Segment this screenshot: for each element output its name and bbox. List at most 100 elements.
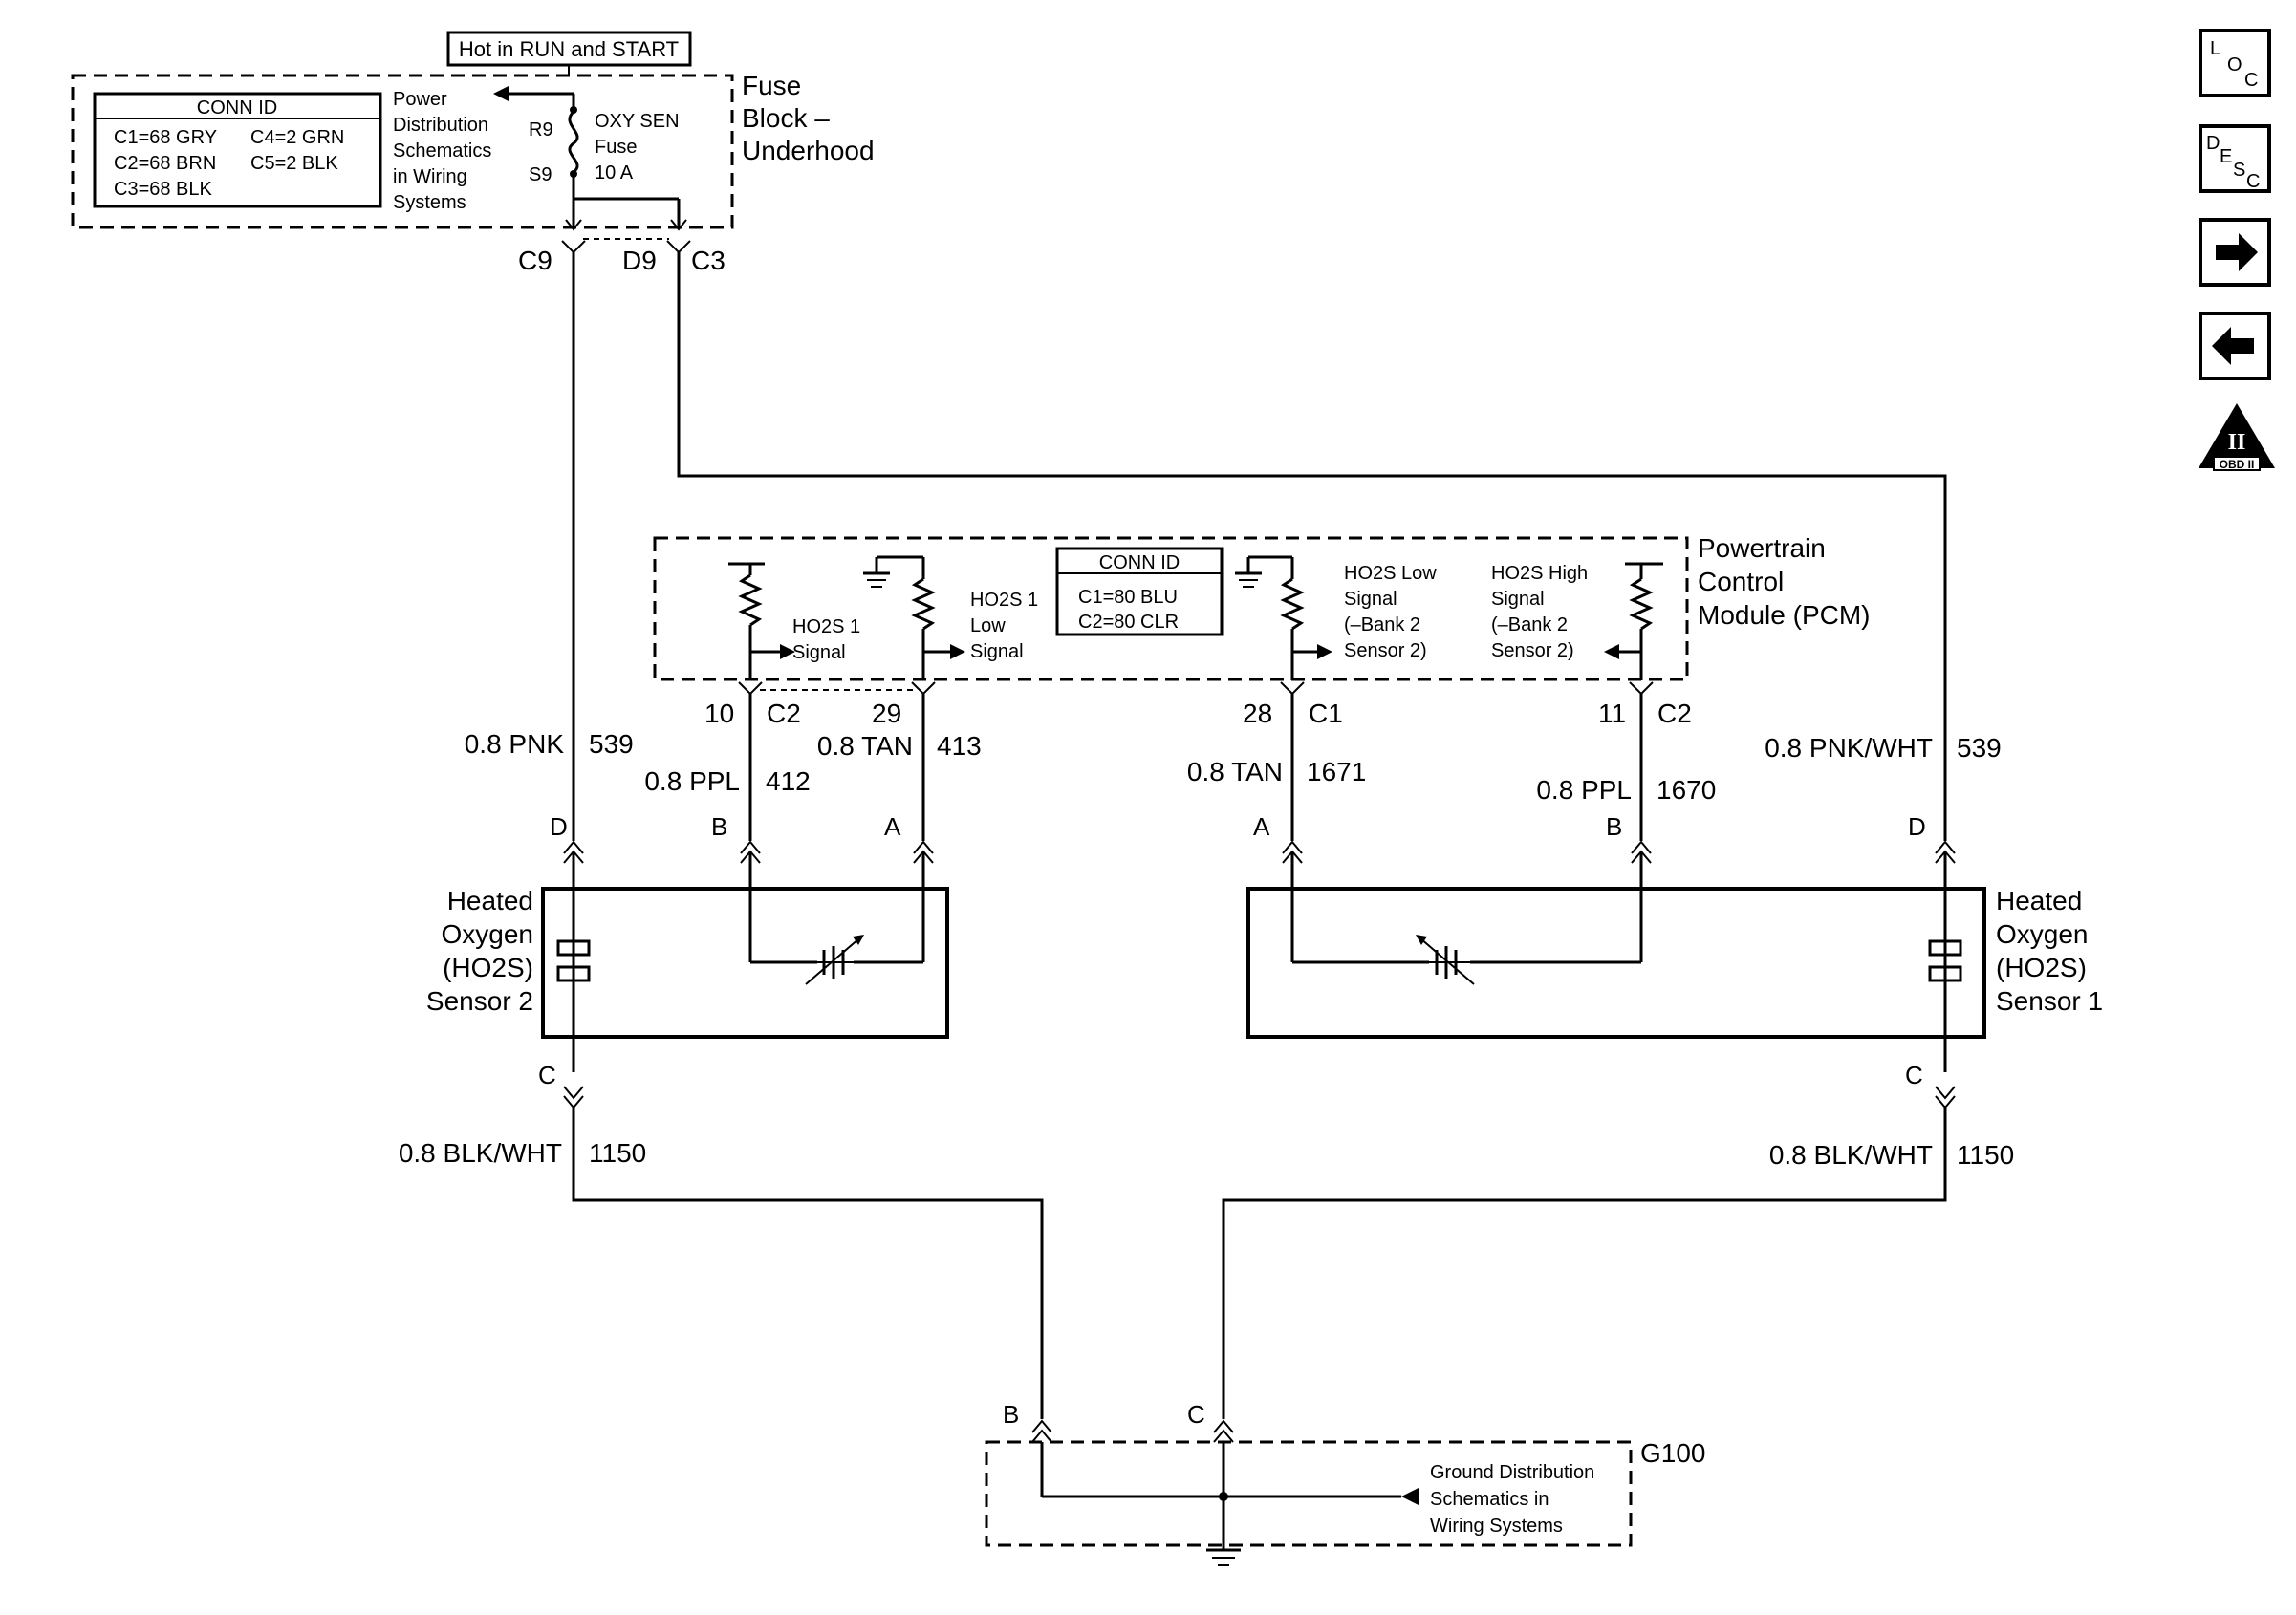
next-arrow-button[interactable] (2199, 218, 2271, 287)
sensor2-pin-a: A (884, 812, 901, 841)
prev-arrow-button[interactable] (2199, 312, 2271, 380)
loc-letter-o: O (2227, 54, 2242, 75)
pcm-sig3-line-c: (–Bank 2 (1344, 614, 1420, 635)
sensor1-body (1246, 887, 1986, 1039)
oxy-sen-fuse-symbol (568, 110, 579, 174)
ground-wires: 0.8 BLK/WHT 1150 0.8 BLK/WHT 1150 (399, 1106, 2014, 1419)
pcm-title-1: Powertrain (1698, 533, 1826, 563)
wire-1150-right-circuit: 1150 (1957, 1140, 2014, 1170)
sensor2-name-1: Heated (447, 886, 533, 915)
g100-desc-3: Wiring Systems (1430, 1516, 1563, 1537)
nav-icons: L O C D E S C II OBD II (2199, 29, 2275, 471)
pcm-outline (653, 536, 1689, 681)
pcm-conn-c2: C2=80 CLR (1078, 612, 1179, 633)
pcm-conn-c1-pin: C1 (1309, 699, 1343, 728)
pcm-sig3-line-a: HO2S Low (1344, 563, 1437, 584)
pcm-conn-id-box (1055, 547, 1224, 636)
fuse-conn-c2: C2=68 BRN (114, 153, 216, 174)
desc-letter-e: E (2220, 146, 2232, 167)
resistor-2 (911, 577, 936, 631)
sensor1-name-2: Oxygen (1996, 919, 2089, 949)
conn-c9: C9 (518, 246, 552, 275)
loc-letter-l: L (2210, 38, 2220, 59)
obd-ii-button[interactable]: II OBD II (2199, 403, 2275, 471)
wire-539-gauge: 0.8 PNK (465, 729, 565, 759)
fuse-conn-c5: C5=2 BLK (250, 153, 338, 174)
fuse-block-title-3: Underhood (742, 136, 875, 165)
obd-ii-numeral: II (2228, 430, 2246, 455)
ho2s-sensor-2: D B A Heated Oxygen (HO2S) Sensor 2 C (426, 812, 949, 1109)
power-dist-line-5: Systems (393, 192, 466, 213)
g100-pin-c: C (1187, 1400, 1205, 1429)
sensor2-name-2: Oxygen (442, 919, 534, 949)
wire-539-pnk-wht-gauge: 0.8 PNK/WHT (1765, 733, 1933, 763)
pcm-sig3-line-d: Sensor 2) (1344, 640, 1427, 661)
g100-outline (985, 1440, 1633, 1547)
sensor1-pin-d: D (1908, 812, 1926, 841)
sensor1-name-3: (HO2S) (1996, 953, 2087, 982)
fuse-conn-id-title: CONN ID (197, 97, 277, 118)
desc-letter-s: S (2233, 160, 2245, 181)
sensor1-pin-c: C (1905, 1061, 1923, 1089)
fuse-label-1: OXY SEN (595, 111, 680, 132)
fuse-conn-c4: C4=2 GRN (250, 127, 344, 148)
resistor-3 (1280, 577, 1305, 631)
power-dist-line-2: Distribution (393, 115, 488, 136)
pcm-conn-c2-b: C2 (1657, 699, 1692, 728)
feed-wires (572, 252, 1947, 841)
fuse-label-3: 10 A (595, 162, 634, 183)
fuse-conn-c3: C3=68 BLK (114, 179, 213, 200)
pcm-title-2: Control (1698, 567, 1784, 596)
wire-539-pnk-wht (677, 252, 1947, 841)
conn-d9: D9 (622, 246, 657, 275)
pcm-pin-29: 29 (872, 699, 901, 728)
wire-1150-right-gauge: 0.8 BLK/WHT (1769, 1140, 1933, 1170)
pcm-sig4-line-a: HO2S High (1491, 563, 1588, 584)
g100-pin-b: B (1003, 1400, 1019, 1429)
wire-413-circuit: 413 (937, 731, 982, 761)
pcm-sig2-line-a: HO2S 1 (970, 590, 1038, 611)
resistor-1 (738, 573, 763, 627)
pcm-sig1-line-a: HO2S 1 (792, 616, 860, 637)
wire-1671-gauge: 0.8 TAN (1187, 757, 1283, 786)
pcm-conn-c2-a: C2 (767, 699, 801, 728)
obd-ii-triangle-icon (2199, 403, 2275, 468)
pcm-title-3: Module (PCM) (1698, 600, 1870, 630)
sensor2-name-4: Sensor 2 (426, 986, 533, 1016)
g100-desc-1: Ground Distribution (1430, 1462, 1594, 1483)
pcm-sig3-line-b: Signal (1344, 589, 1397, 610)
pin-r9: R9 (529, 119, 553, 140)
loc-button[interactable]: L O C (2199, 29, 2271, 97)
wire-413-gauge: 0.8 TAN (817, 731, 913, 761)
fuse-conn-c1: C1=68 GRY (114, 127, 217, 148)
wire-1150-left-circuit: 1150 (589, 1138, 646, 1168)
wire-412-gauge: 0.8 PPL (644, 766, 740, 796)
arrow-left-icon (2212, 327, 2254, 365)
pcm-sig2-line-b: Low (970, 615, 1006, 636)
g100-name: G100 (1640, 1438, 1706, 1468)
signal-wires: 0.8 PNK 539 0.8 PPL 412 0.8 TAN 413 0.8 … (465, 694, 2002, 841)
sensor1-name-1: Heated (1996, 886, 2082, 915)
fuse-block-title-2: Block – (742, 103, 830, 133)
pcm-sig1-line-b: Signal (792, 642, 846, 663)
pcm-sig4-line-b: Signal (1491, 589, 1545, 610)
wire-1671-circuit: 1671 (1307, 757, 1366, 786)
sensor2-pin-c: C (538, 1061, 556, 1089)
fuse-block-outline (71, 74, 734, 229)
wire-539-circuit: 539 (589, 729, 634, 759)
pcm-conn-id-title: CONN ID (1099, 552, 1180, 573)
sensor1-pin-b: B (1606, 812, 1622, 841)
sensor2-body (541, 887, 949, 1039)
wire-1670-gauge: 0.8 PPL (1536, 775, 1632, 805)
ho2s-sensor-1: A B D Heated Oxygen (HO2S) Sensor 1 C (1246, 812, 2103, 1109)
sensor1-name-4: Sensor 1 (1996, 986, 2103, 1016)
wire-1150-right (1222, 1106, 1947, 1419)
wire-539-pnk-wht-circuit: 539 (1957, 733, 2002, 763)
conn-c3: C3 (691, 246, 726, 275)
obd-ii-label: OBD II (2220, 458, 2255, 471)
fuse-label-2: Fuse (595, 137, 637, 158)
desc-button[interactable]: D E S C (2199, 124, 2271, 193)
g100-desc-2: Schematics in (1430, 1489, 1549, 1510)
